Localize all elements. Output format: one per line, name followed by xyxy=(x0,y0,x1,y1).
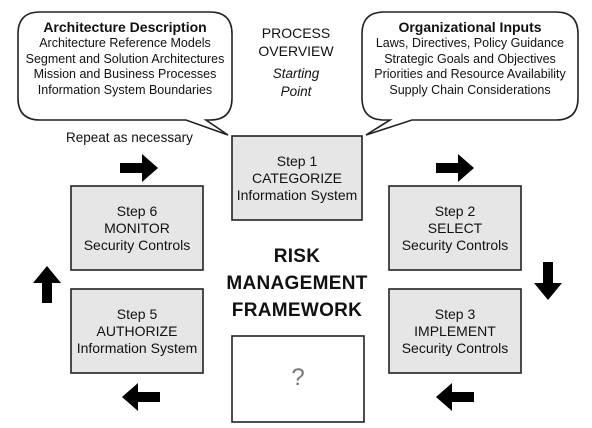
step4-box xyxy=(231,335,365,423)
arrow-down-icon xyxy=(534,262,562,300)
step1-object: Information System xyxy=(236,187,358,203)
center-title-line1: RISK xyxy=(273,246,321,267)
step2-content: Step 2 SELECT Security Controls xyxy=(389,203,521,254)
step2-action: SELECT xyxy=(427,220,483,236)
step3-box xyxy=(388,288,522,374)
step2-number: Step 2 xyxy=(434,203,476,219)
right-bubble-shape xyxy=(361,11,579,136)
starting-point-line2: Point xyxy=(280,84,312,99)
center-title-line3: FRAMEWORK xyxy=(231,300,363,321)
step5-number: Step 5 xyxy=(116,306,158,322)
step6-number: Step 6 xyxy=(116,203,158,219)
right-bubble-line: Laws, Directives, Policy Guidance xyxy=(375,36,565,50)
step2-box xyxy=(388,185,522,271)
process-overview: PROCESS OVERVIEW Starting Point xyxy=(240,24,352,101)
left-bubble: Architecture Description Architecture Re… xyxy=(18,20,232,96)
step3-number: Step 3 xyxy=(434,306,476,322)
step1-content: Step 1 CATEGORIZE Information System xyxy=(232,153,362,204)
arrow-up-icon xyxy=(33,266,61,303)
repeat-label: Repeat as necessary xyxy=(66,130,193,145)
right-bubble-line: Supply Chain Considerations xyxy=(389,82,551,97)
process-overview-line1: PROCESS xyxy=(261,25,331,41)
arrow-left-icon xyxy=(122,383,160,411)
step3-action: IMPLEMENT xyxy=(414,323,496,339)
center-title-line2: MANAGEMENT xyxy=(226,273,368,294)
starting-point-line1: Starting xyxy=(272,66,320,81)
arrow-right-icon xyxy=(436,154,474,182)
step6-object: Security Controls xyxy=(83,237,191,253)
step5-content: Step 5 AUTHORIZE Information System xyxy=(71,306,203,357)
arrow-left-icon xyxy=(436,383,474,411)
step5-box xyxy=(70,288,204,374)
arrow-right-icon xyxy=(120,154,158,182)
left-bubble-line: Architecture Reference Models xyxy=(39,36,211,50)
step5-object: Information System xyxy=(76,340,198,356)
center-title: RISK MANAGEMENT FRAMEWORK xyxy=(212,243,382,324)
step6-content: Step 6 MONITOR Security Controls xyxy=(71,203,203,254)
left-bubble-line: Information System Boundaries xyxy=(37,82,213,97)
step2-object: Security Controls xyxy=(401,237,509,253)
right-bubble: Organizational Inputs Laws, Directives, … xyxy=(362,20,578,96)
step1-action: CATEGORIZE xyxy=(252,170,342,186)
process-overview-line2: OVERVIEW xyxy=(258,43,334,59)
right-bubble-title: Organizational Inputs xyxy=(398,19,542,35)
right-bubble-line: Priorities and Resource Availability xyxy=(374,67,566,81)
step6-box xyxy=(70,185,204,271)
step3-object: Security Controls xyxy=(401,340,509,356)
step3-content: Step 3 IMPLEMENT Security Controls xyxy=(389,306,521,357)
step5-action: AUTHORIZE xyxy=(96,323,178,339)
step1-number: Step 1 xyxy=(276,153,318,169)
right-bubble-line: Strategic Goals and Objectives xyxy=(384,51,556,66)
step6-action: MONITOR xyxy=(104,220,170,236)
step1-box xyxy=(231,135,363,221)
left-bubble-line: Mission and Business Processes xyxy=(33,67,217,81)
left-bubble-title: Architecture Description xyxy=(43,19,207,35)
left-bubble-shape xyxy=(17,11,233,136)
left-bubble-line: Segment and Solution Architectures xyxy=(25,51,225,66)
missing-step-placeholder: ? xyxy=(291,364,305,391)
